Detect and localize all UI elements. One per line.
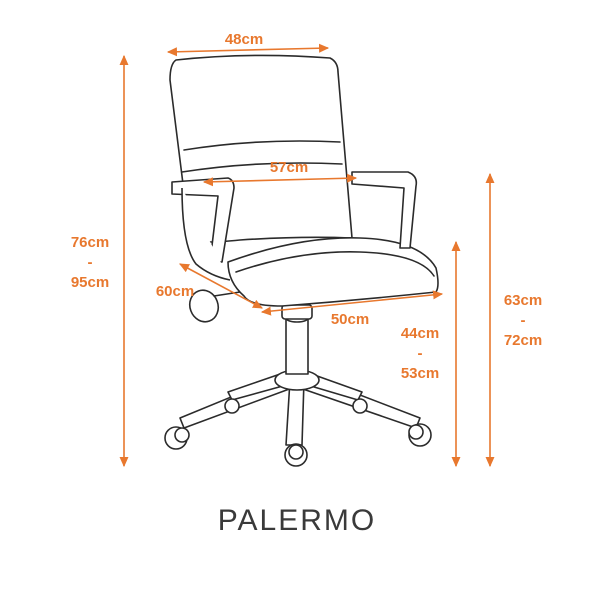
seat-height-min-label: 44cm xyxy=(401,325,439,342)
chair-casters xyxy=(164,398,432,467)
seat-width-arrow xyxy=(260,290,444,316)
backrest-width-arrow xyxy=(166,43,330,57)
seat-height-separator: - xyxy=(418,345,423,362)
armrest-width-label: 57cm xyxy=(270,159,308,176)
armrest-width-arrow xyxy=(202,173,358,187)
dimension-arrows xyxy=(119,43,495,468)
product-name: PALERMO xyxy=(218,504,376,537)
right-armrest xyxy=(351,171,418,249)
backrest-width-label: 48cm xyxy=(225,31,263,48)
gas-lift xyxy=(281,304,313,375)
seat-width-label: 50cm xyxy=(331,311,369,328)
seat-depth-label: 60cm xyxy=(156,283,194,300)
total-height-separator: - xyxy=(88,254,93,271)
seat-depth-arrow xyxy=(179,263,263,309)
chair-base xyxy=(179,369,421,446)
total-height-min-label: 76cm xyxy=(71,234,109,251)
chair-illustration xyxy=(164,54,439,467)
seat-height-max-label: 53cm xyxy=(401,365,439,382)
armrest-height-min-label: 63cm xyxy=(504,292,542,309)
armrest-height-separator: - xyxy=(521,312,526,329)
dimension-labels: 48cm 57cm 60cm 50cm 76cm - 95cm 44cm - 5… xyxy=(71,31,542,382)
total-height-max-label: 95cm xyxy=(71,274,109,291)
armrest-height-max-label: 72cm xyxy=(504,332,542,349)
chair-backrest xyxy=(169,54,353,243)
